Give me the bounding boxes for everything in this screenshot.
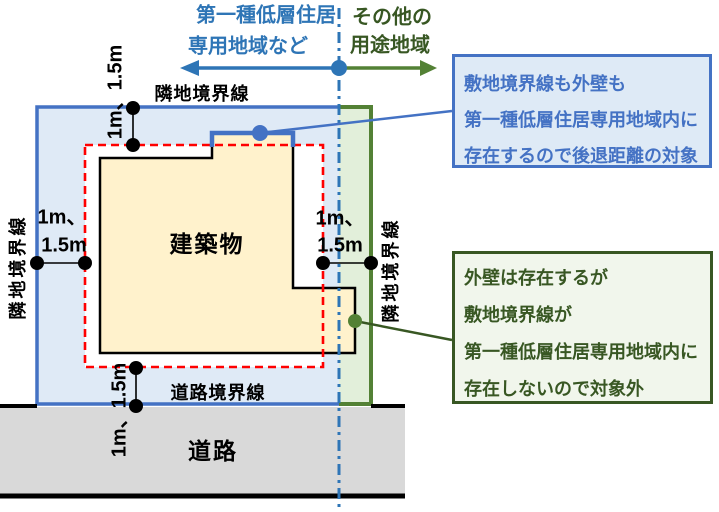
measure-dot — [316, 256, 330, 270]
measure-dot — [129, 399, 143, 413]
measure-dot — [126, 138, 140, 152]
road-label: 道路 — [188, 438, 238, 464]
other-zone-area-green — [339, 107, 371, 404]
green-callout-line: 外壁は存在するが — [464, 268, 608, 288]
right-zone-label-line2: 用途地域 — [350, 34, 430, 57]
measure-label-left-2: 1.5m — [41, 234, 87, 257]
right-arrowhead-icon — [420, 60, 437, 76]
measure-label-right-2: 1.5m — [317, 234, 363, 257]
adjacent-boundary-label-right: 隣地境界線 — [381, 217, 401, 323]
road-boundary-label: 道路境界線 — [170, 383, 266, 403]
measure-dot — [78, 256, 92, 270]
green-callout-line: 第一種低層住居専用地域内に — [464, 342, 698, 362]
measure-dot — [126, 101, 140, 115]
blue-callout-line: 存在するので後退距離の対象 — [464, 146, 698, 166]
green-callout-leader-line — [354, 319, 453, 342]
left-zone-label-line1: 第一種低層住居 — [196, 4, 336, 27]
adjacent-boundary-label-top: 隣地境界線 — [154, 84, 250, 104]
measure-label-bottom: 1m、1.5m — [108, 362, 131, 458]
building-label: 建築物 — [169, 231, 245, 257]
measure-dot — [30, 256, 44, 270]
zone-boundary-green — [339, 105, 373, 406]
green-callout-line: 敷地境界線が — [464, 305, 572, 325]
green-callout-line: 存在しないので対象外 — [464, 379, 644, 399]
green-callout-box: 外壁は存在するが 敷地境界線が 第一種低層住居専用地域内に 存在しないので対象外 — [452, 251, 713, 404]
building-footprint — [98, 131, 357, 355]
blue-callout-leader-line — [259, 109, 453, 135]
measure-label-right-1: 1m、 — [315, 207, 365, 230]
green-wall-marker-dot — [348, 314, 362, 328]
blue-callout-line: 第一種低層住居専用地域内に — [464, 110, 698, 130]
left-zone-label-line2: 専用地域など — [188, 35, 308, 58]
right-zone-label-line1: その他の — [352, 6, 432, 29]
adjacent-boundary-label-left: 隣地境界線 — [8, 214, 28, 320]
measure-label-left-1: 1m、 — [37, 206, 87, 229]
measure-dot — [364, 256, 378, 270]
left-arrowhead-icon — [180, 60, 199, 76]
blue-callout-box: 敷地境界線も外壁も 第一種低層住居専用地域内に 存在するので後退距離の対象 — [452, 54, 712, 168]
zone-axis-origin-dot — [331, 60, 347, 76]
measure-label-top: 1m、1.5m — [104, 44, 127, 140]
measure-dot — [129, 361, 143, 375]
blue-callout-line: 敷地境界線も外壁も — [464, 74, 626, 94]
site-boundary-blue — [35, 105, 339, 406]
